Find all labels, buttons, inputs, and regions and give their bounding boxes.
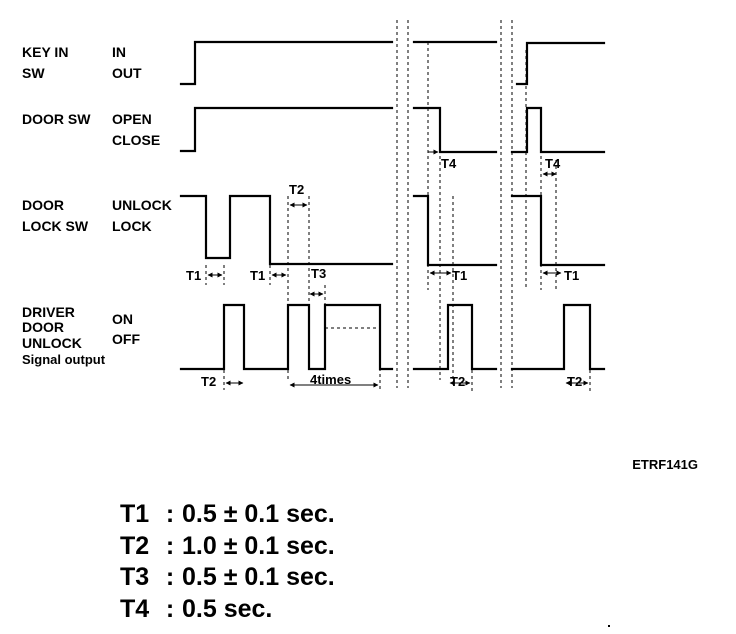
driver-door-label-4: Signal output [22, 352, 106, 367]
door-lock-low-label: LOCK [112, 218, 152, 234]
timing-legend: T1 : 0.5 ± 0.1 sec. T2 : 1.0 ± 0.1 sec. … [120, 500, 335, 626]
key-in-waveform-seg [515, 41, 606, 86]
door-lock-waveform [179, 194, 394, 266]
door-sw-waveform [179, 106, 394, 153]
legend-value: 1.0 ± 0.1 sec. [182, 531, 335, 560]
legend-value: 0.5 ± 0.1 sec. [182, 500, 335, 528]
driver-door-label-2: DOOR [22, 319, 64, 335]
door-sw-waveform-seg [510, 106, 606, 154]
legend-colon: : [165, 563, 175, 591]
door-sw-high-label: OPEN [112, 111, 152, 127]
t2-label: T2 [567, 374, 582, 389]
t1-label: T1 [250, 268, 265, 283]
legend-value: 0.5 ± 0.1 sec. [182, 563, 335, 591]
legend-row-t3: T3 : 0.5 ± 0.1 sec. [120, 563, 335, 595]
t2-label: T2 [201, 374, 216, 389]
key-in-waveform [179, 40, 394, 86]
door-lock-sw-label: DOOR [22, 197, 64, 213]
t1-label: T1 [564, 268, 579, 283]
legend-name: T2 [120, 531, 150, 560]
figure-code: ETRF141G [632, 457, 698, 472]
driver-door-label-3: UNLOCK [22, 335, 82, 351]
legend-row-t4: T4 : 0.5 sec. [120, 595, 335, 627]
key-in-sw-label: KEY IN [22, 44, 68, 60]
speck-mark [608, 625, 610, 627]
legend-value: 0.5 sec. [182, 594, 273, 623]
t4-label: T4 [441, 156, 457, 171]
unlock-output-waveform [179, 303, 394, 371]
unlock-output-waveform-seg [412, 303, 498, 371]
t1-label: T1 [452, 268, 467, 283]
door-lock-sw-label-2: LOCK SW [22, 218, 89, 234]
legend-row-t2: T2 : 1.0 ± 0.1 sec. [120, 532, 335, 564]
legend-name: T4 [120, 594, 150, 623]
legend-name: T3 [120, 563, 150, 591]
door-sw-label: DOOR SW [22, 111, 91, 127]
t3-label: T3 [311, 266, 326, 281]
legend-row-t1: T1 : 0.5 ± 0.1 sec. [120, 500, 335, 532]
door-sw-low-label: CLOSE [112, 132, 160, 148]
key-in-sw-label-2: SW [22, 65, 45, 81]
legend-colon: : [165, 594, 175, 623]
unlock-output-waveform-seg [510, 303, 606, 371]
t4-label: T4 [545, 156, 561, 171]
door-lock-waveform-seg [510, 194, 606, 267]
legend-name: T1 [120, 500, 150, 528]
driver-door-low-label: OFF [112, 331, 140, 347]
legend-colon: : [165, 531, 175, 560]
t2-label: T2 [450, 374, 465, 389]
driver-door-label: DRIVER [22, 304, 75, 320]
door-lock-high-label: UNLOCK [112, 197, 172, 213]
key-in-low-label: OUT [112, 65, 142, 81]
driver-door-high-label: ON [112, 311, 133, 327]
four-times-label: 4times [310, 372, 351, 387]
door-sw-waveform-seg [412, 106, 498, 154]
t1-label: T1 [186, 268, 201, 283]
legend-colon: : [165, 500, 175, 528]
door-lock-waveform-seg [412, 194, 498, 267]
t2-label: T2 [289, 182, 304, 197]
key-in-high-label: IN [112, 44, 126, 60]
